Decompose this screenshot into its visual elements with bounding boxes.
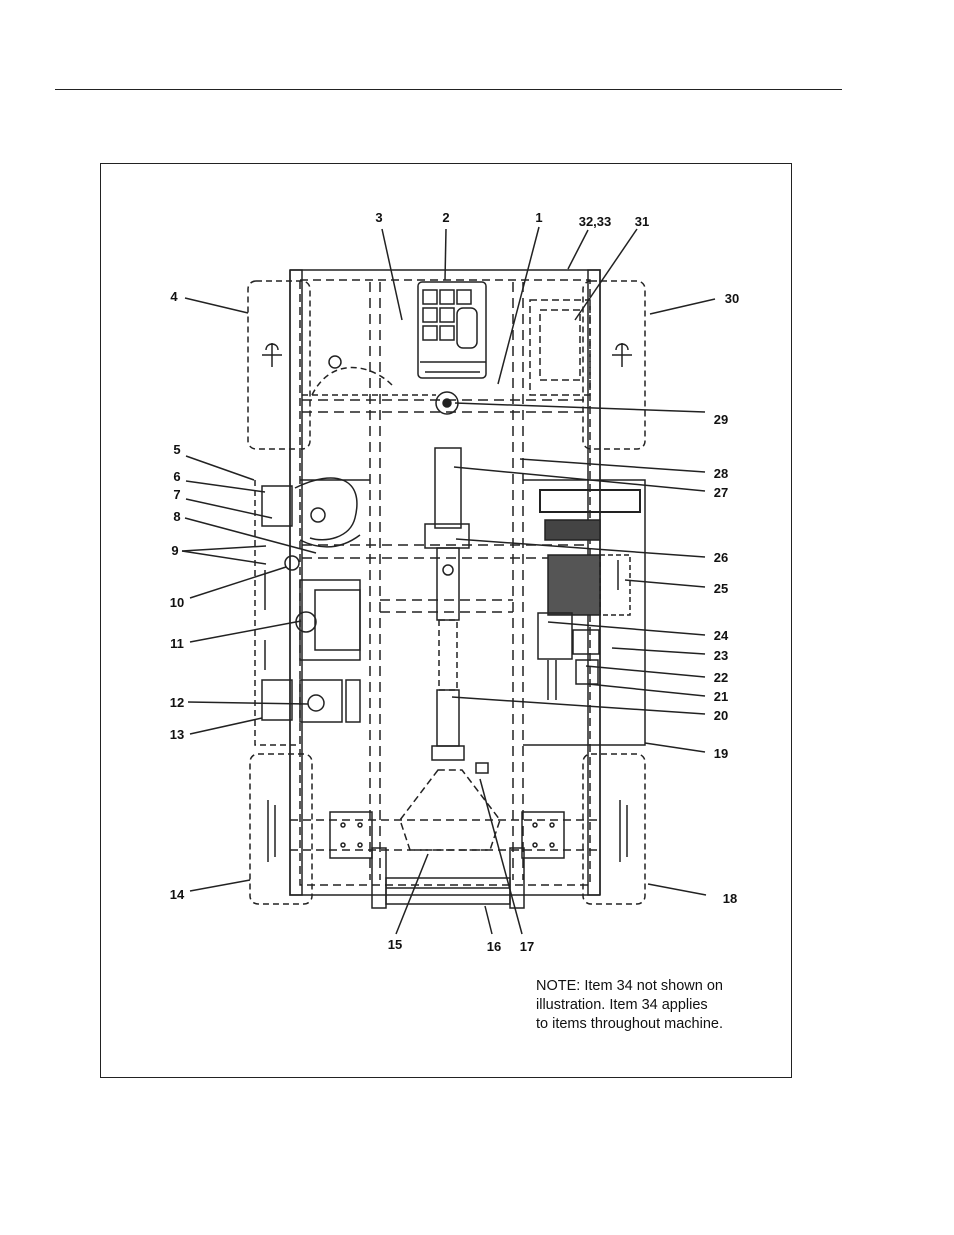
callout-15: 15 — [388, 937, 402, 952]
header-rule — [55, 89, 842, 90]
control-console — [417, 281, 487, 379]
callout-20: 20 — [714, 708, 728, 723]
note-line-3: to items throughout machine. — [536, 1016, 723, 1032]
fuel-tank — [529, 299, 591, 396]
callout-28: 28 — [714, 466, 728, 481]
callout-1: 1 — [535, 210, 542, 225]
wheel-rear-right — [582, 753, 646, 905]
callout-4: 4 — [170, 289, 178, 304]
note-line-1: NOTE: Item 34 not shown on — [536, 978, 723, 994]
wheel-front-right — [582, 280, 646, 450]
callout-3: 3 — [375, 210, 382, 225]
callout-31: 31 — [635, 214, 649, 229]
callout-16: 16 — [487, 939, 501, 954]
callout-13: 13 — [170, 727, 184, 742]
figure-frame — [100, 163, 792, 1078]
callout-32-33: 32,33 — [579, 214, 612, 229]
callout-5: 5 — [173, 442, 180, 457]
callout-6: 6 — [173, 469, 180, 484]
callout-25: 25 — [714, 581, 728, 596]
hydraulic-components-left — [254, 477, 361, 746]
callout-23: 23 — [714, 648, 728, 663]
callout-2: 2 — [442, 210, 449, 225]
rear-axle — [290, 762, 600, 909]
callout-10: 10 — [170, 595, 184, 610]
callout-29: 29 — [714, 412, 728, 427]
callout-17: 17 — [520, 939, 534, 954]
callout-9: 9 — [171, 543, 178, 558]
callout-18: 18 — [723, 891, 737, 906]
callout-26: 26 — [714, 550, 728, 565]
figure-note: NOTE: Item 34 not shown on illustration.… — [536, 977, 776, 1034]
callout-24: 24 — [714, 628, 729, 643]
engine-components-right — [537, 489, 641, 700]
note-line-2: illustration. Item 34 applies — [536, 997, 708, 1013]
callout-27: 27 — [714, 485, 728, 500]
callout-21: 21 — [714, 689, 728, 704]
callout-11: 11 — [170, 636, 184, 651]
leader-lines — [181, 226, 716, 935]
callout-labels: 1 2 3 32,33 31 4 30 29 5 28 6 27 7 8 26 … — [170, 210, 739, 954]
wheel-front-left — [247, 280, 311, 450]
callout-8: 8 — [173, 509, 180, 524]
wheel-rear-left — [249, 753, 313, 905]
drive-shaft — [424, 447, 470, 761]
callout-19: 19 — [714, 746, 728, 761]
callout-22: 22 — [714, 670, 728, 685]
callout-12: 12 — [170, 695, 184, 710]
callout-14: 14 — [170, 887, 185, 902]
steering-column — [302, 355, 459, 415]
callout-7: 7 — [173, 487, 180, 502]
callout-30: 30 — [725, 291, 739, 306]
